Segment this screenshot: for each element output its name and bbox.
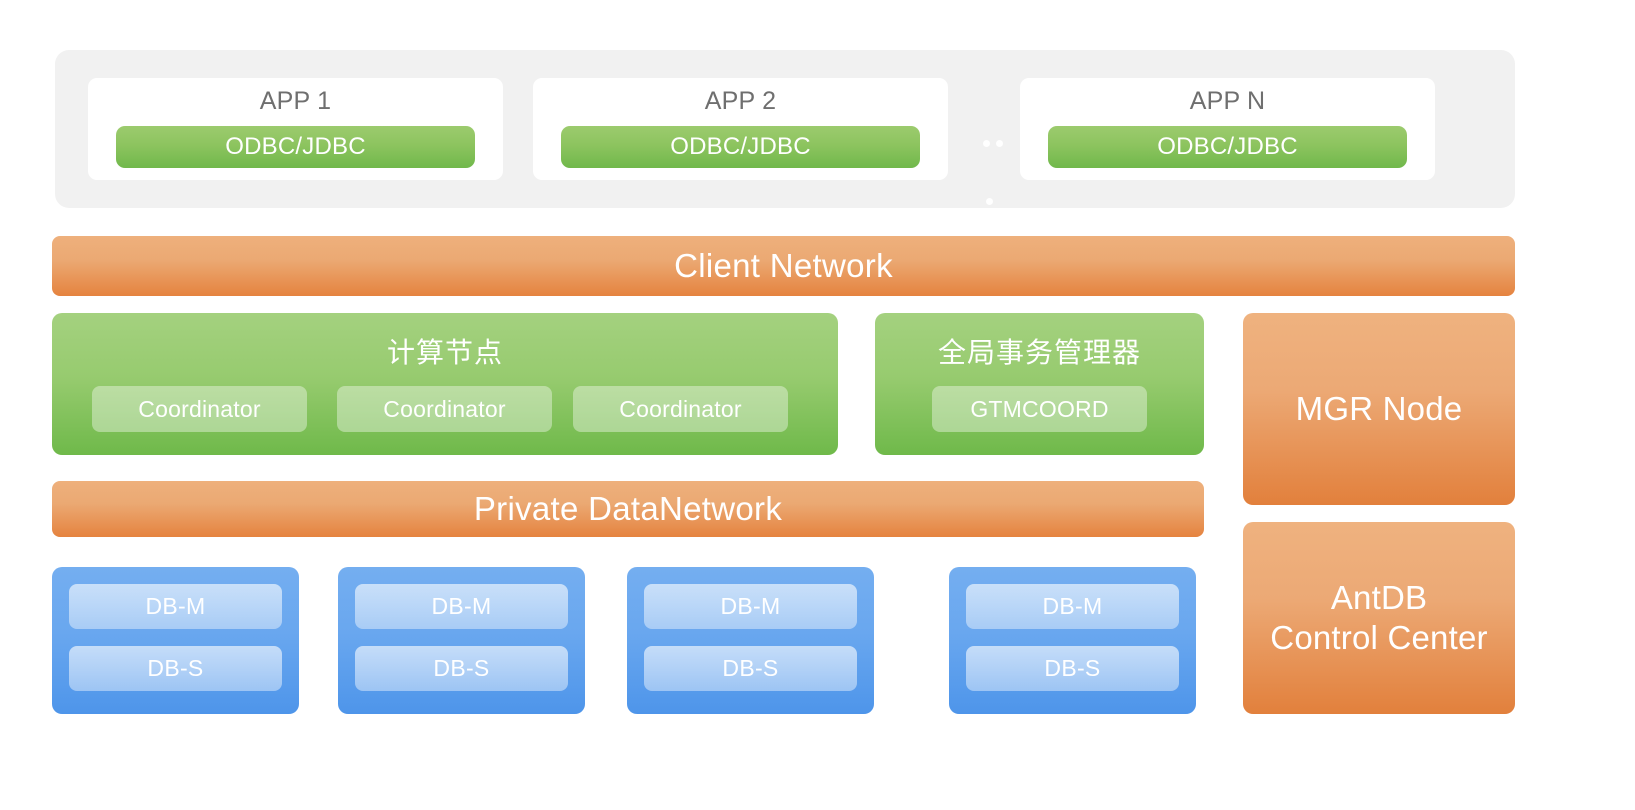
gtmcoord-chip[interactable]: GTMCOORD [932,386,1147,432]
compute-node-panel: 计算节点 Coordinator Coordinator Coordinator [52,313,838,455]
antdb-control-center-panel[interactable]: AntDB Control Center [1243,522,1515,714]
ellipsis-dot-icon [986,198,993,205]
antdb-control-center-line2: Control Center [1270,619,1488,656]
db-master-chip-1[interactable]: DB-M [69,584,282,629]
db-card-3[interactable]: DB-M DB-S [627,567,874,714]
coordinator-chip-3[interactable]: Coordinator [573,386,788,432]
client-network-bar: Client Network [52,236,1515,296]
app-card-n-title: APP N [1189,87,1266,115]
global-transaction-manager-panel: 全局事务管理器 GTMCOORD [875,313,1204,455]
app-card-n-connector[interactable]: ODBC/JDBC [1048,126,1407,168]
ellipsis-dot-icon [983,140,990,147]
db-card-4[interactable]: DB-M DB-S [949,567,1196,714]
app-card-1-connector[interactable]: ODBC/JDBC [116,126,475,168]
app-card-1-title: APP 1 [259,87,332,115]
application-layer-container: APP 1 ODBC/JDBC APP 2 ODBC/JDBC APP N OD… [55,50,1515,208]
app-card-2-title: APP 2 [704,87,777,115]
db-card-1[interactable]: DB-M DB-S [52,567,299,714]
db-master-chip-2[interactable]: DB-M [355,584,568,629]
db-slave-chip-3[interactable]: DB-S [644,646,857,691]
mgr-node-panel[interactable]: MGR Node [1243,313,1515,505]
app-card-2-connector[interactable]: ODBC/JDBC [561,126,920,168]
app-card-1[interactable]: APP 1 ODBC/JDBC [88,78,503,180]
antdb-control-center-label: AntDB Control Center [1270,578,1487,659]
gtm-title: 全局事务管理器 [937,337,1141,368]
private-data-network-bar: Private DataNetwork [52,481,1204,537]
ellipsis-dot-icon [996,140,1003,147]
coordinator-chip-2[interactable]: Coordinator [337,386,552,432]
db-master-chip-4[interactable]: DB-M [966,584,1179,629]
db-slave-chip-2[interactable]: DB-S [355,646,568,691]
antdb-control-center-line1: AntDB [1330,578,1428,616]
db-card-2[interactable]: DB-M DB-S [338,567,585,714]
db-master-chip-3[interactable]: DB-M [644,584,857,629]
coordinator-chip-1[interactable]: Coordinator [92,386,307,432]
compute-node-title: 计算节点 [386,337,503,368]
db-slave-chip-4[interactable]: DB-S [966,646,1179,691]
app-card-n[interactable]: APP N ODBC/JDBC [1020,78,1435,180]
app-card-2[interactable]: APP 2 ODBC/JDBC [533,78,948,180]
db-slave-chip-1[interactable]: DB-S [69,646,282,691]
